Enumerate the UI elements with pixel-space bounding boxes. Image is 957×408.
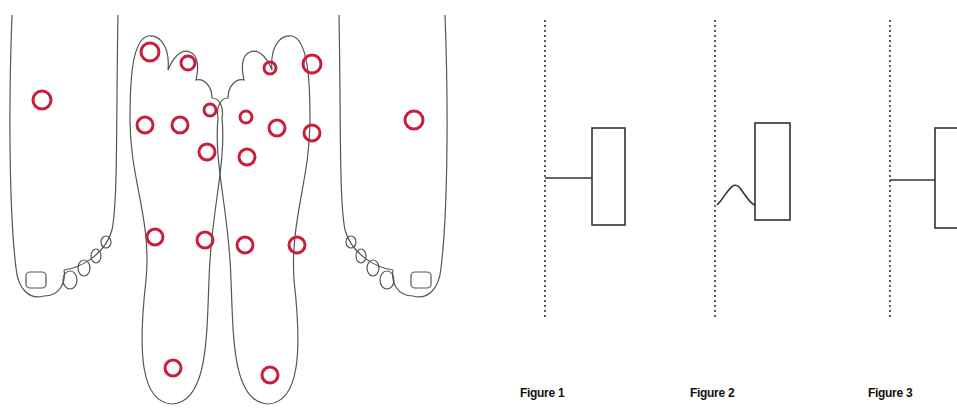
figure-label: Figure 3 (868, 386, 912, 400)
monofilament-figures (545, 20, 957, 318)
foot-outlines (10, 15, 447, 404)
figure-label: Figure 2 (690, 386, 734, 400)
figure-label: Figure 1 (520, 386, 564, 400)
test-site-circles (33, 43, 423, 383)
